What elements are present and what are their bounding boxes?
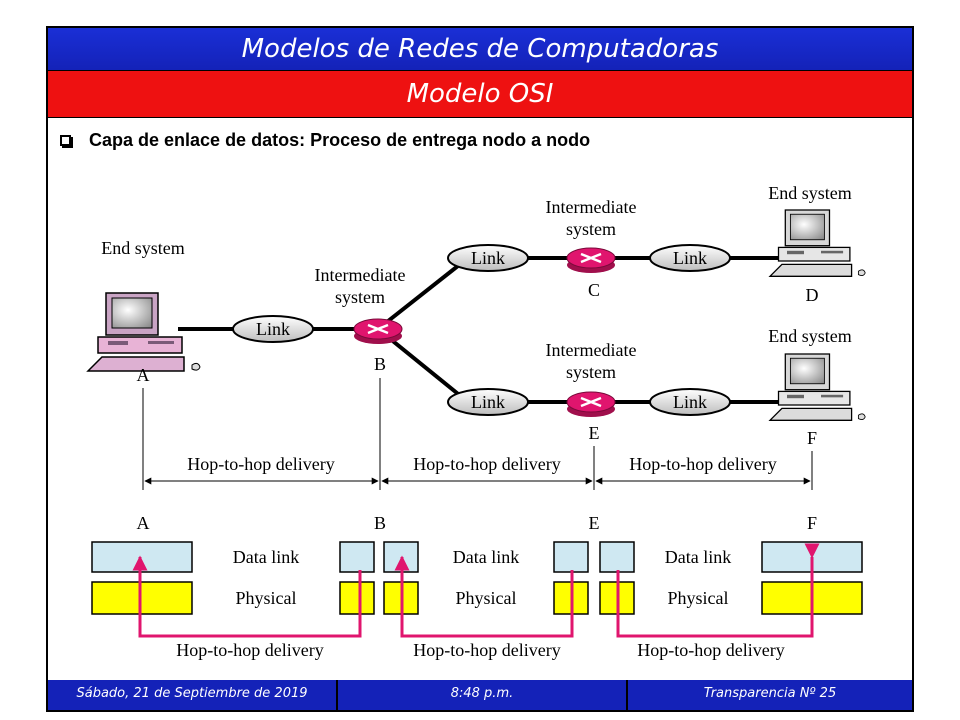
node-label-c: C xyxy=(588,280,600,300)
link-label: Link xyxy=(673,248,707,268)
link-oval-ef: Link xyxy=(649,388,731,416)
layer-node-label-f: F xyxy=(807,513,817,533)
end-system-label-d: End system xyxy=(768,183,852,203)
data-link-box-e-right xyxy=(599,541,635,573)
node-label-d: D xyxy=(806,285,819,305)
computer-d-icon xyxy=(768,209,866,277)
computer-f-icon xyxy=(768,353,866,421)
delivery-path-ef xyxy=(616,543,820,638)
node-label-f: F xyxy=(807,428,817,448)
physical-box-b-left xyxy=(339,581,375,615)
end-system-label-a: End system xyxy=(101,238,185,258)
osi-data-link-diagram: Link Link Link Link Link xyxy=(86,183,866,662)
hop-label-bottom-3: Hop-to-hop delivery xyxy=(637,640,784,660)
physical-label-3: Physical xyxy=(668,588,729,608)
intermediate-label-b-line2: system xyxy=(335,287,385,307)
intermediate-label-b-line1: Intermediate xyxy=(315,265,406,285)
physical-label-2: Physical xyxy=(456,588,517,608)
bullet-text: Capa de enlace de datos: Proceso de entr… xyxy=(89,129,591,150)
bullet-item: Capa de enlace de datos: Proceso de entr… xyxy=(60,128,590,152)
link-label: Link xyxy=(673,392,707,412)
intermediate-label-c-line1: Intermediate xyxy=(546,197,637,217)
router-c-icon xyxy=(566,247,616,273)
hop-label-top-2: Hop-to-hop delivery xyxy=(413,454,560,474)
data-link-box-a xyxy=(91,541,193,573)
physical-label-1: Physical xyxy=(236,588,297,608)
computer-a-icon xyxy=(86,292,201,372)
footer-date: Sábado, 21 de Septiembre de 2019 xyxy=(48,680,338,710)
hop-label-bottom-2: Hop-to-hop delivery xyxy=(413,640,560,660)
link-label: Link xyxy=(471,248,505,268)
link-oval-cd: Link xyxy=(649,244,731,272)
cable-b-c xyxy=(376,256,470,331)
link-oval-be: Link xyxy=(447,388,529,416)
checkbox-bullet-icon xyxy=(60,134,71,146)
end-system-label-f: End system xyxy=(768,326,852,346)
data-link-label-1: Data link xyxy=(233,547,299,567)
node-label-e: E xyxy=(589,423,600,443)
hop-label-bottom-1: Hop-to-hop delivery xyxy=(176,640,323,660)
link-label: Link xyxy=(256,319,290,339)
hop-label-top-1: Hop-to-hop delivery xyxy=(187,454,334,474)
link-oval-ab: Link xyxy=(232,315,314,343)
slide-title: Modelos de Redes de Computadoras xyxy=(48,28,912,71)
router-b-icon xyxy=(353,318,403,344)
delivery-path-ab xyxy=(132,555,362,638)
router-e-icon xyxy=(566,391,616,417)
footer-slide-number: Transparencia Nº 25 xyxy=(703,686,837,701)
intermediate-label-e-line1: Intermediate xyxy=(546,340,637,360)
slide-subtitle: Modelo OSI xyxy=(48,71,912,118)
link-label: Link xyxy=(471,392,505,412)
footer-bar: Sábado, 21 de Septiembre de 2019 8:48 p.… xyxy=(48,680,912,710)
data-link-box-e-left xyxy=(553,541,589,573)
physical-box-a xyxy=(91,581,193,615)
layer-node-label-e: E xyxy=(589,513,600,533)
node-label-b: B xyxy=(374,354,386,374)
node-label-a: A xyxy=(137,365,150,385)
data-link-box-b-left xyxy=(339,541,375,573)
data-link-label-2: Data link xyxy=(453,547,519,567)
layer-node-label-b: B xyxy=(374,513,386,533)
link-oval-bc: Link xyxy=(447,244,529,272)
hop-label-top-3: Hop-to-hop delivery xyxy=(629,454,776,474)
delivery-path-be xyxy=(394,555,574,638)
intermediate-label-c-line2: system xyxy=(566,219,616,239)
footer-time: 8:48 p.m. xyxy=(338,680,628,710)
slide: Modelos de Redes de Computadoras Modelo … xyxy=(46,26,914,712)
intermediate-label-e-line2: system xyxy=(566,362,616,382)
data-link-label-3: Data link xyxy=(665,547,731,567)
layer-node-label-a: A xyxy=(137,513,150,533)
